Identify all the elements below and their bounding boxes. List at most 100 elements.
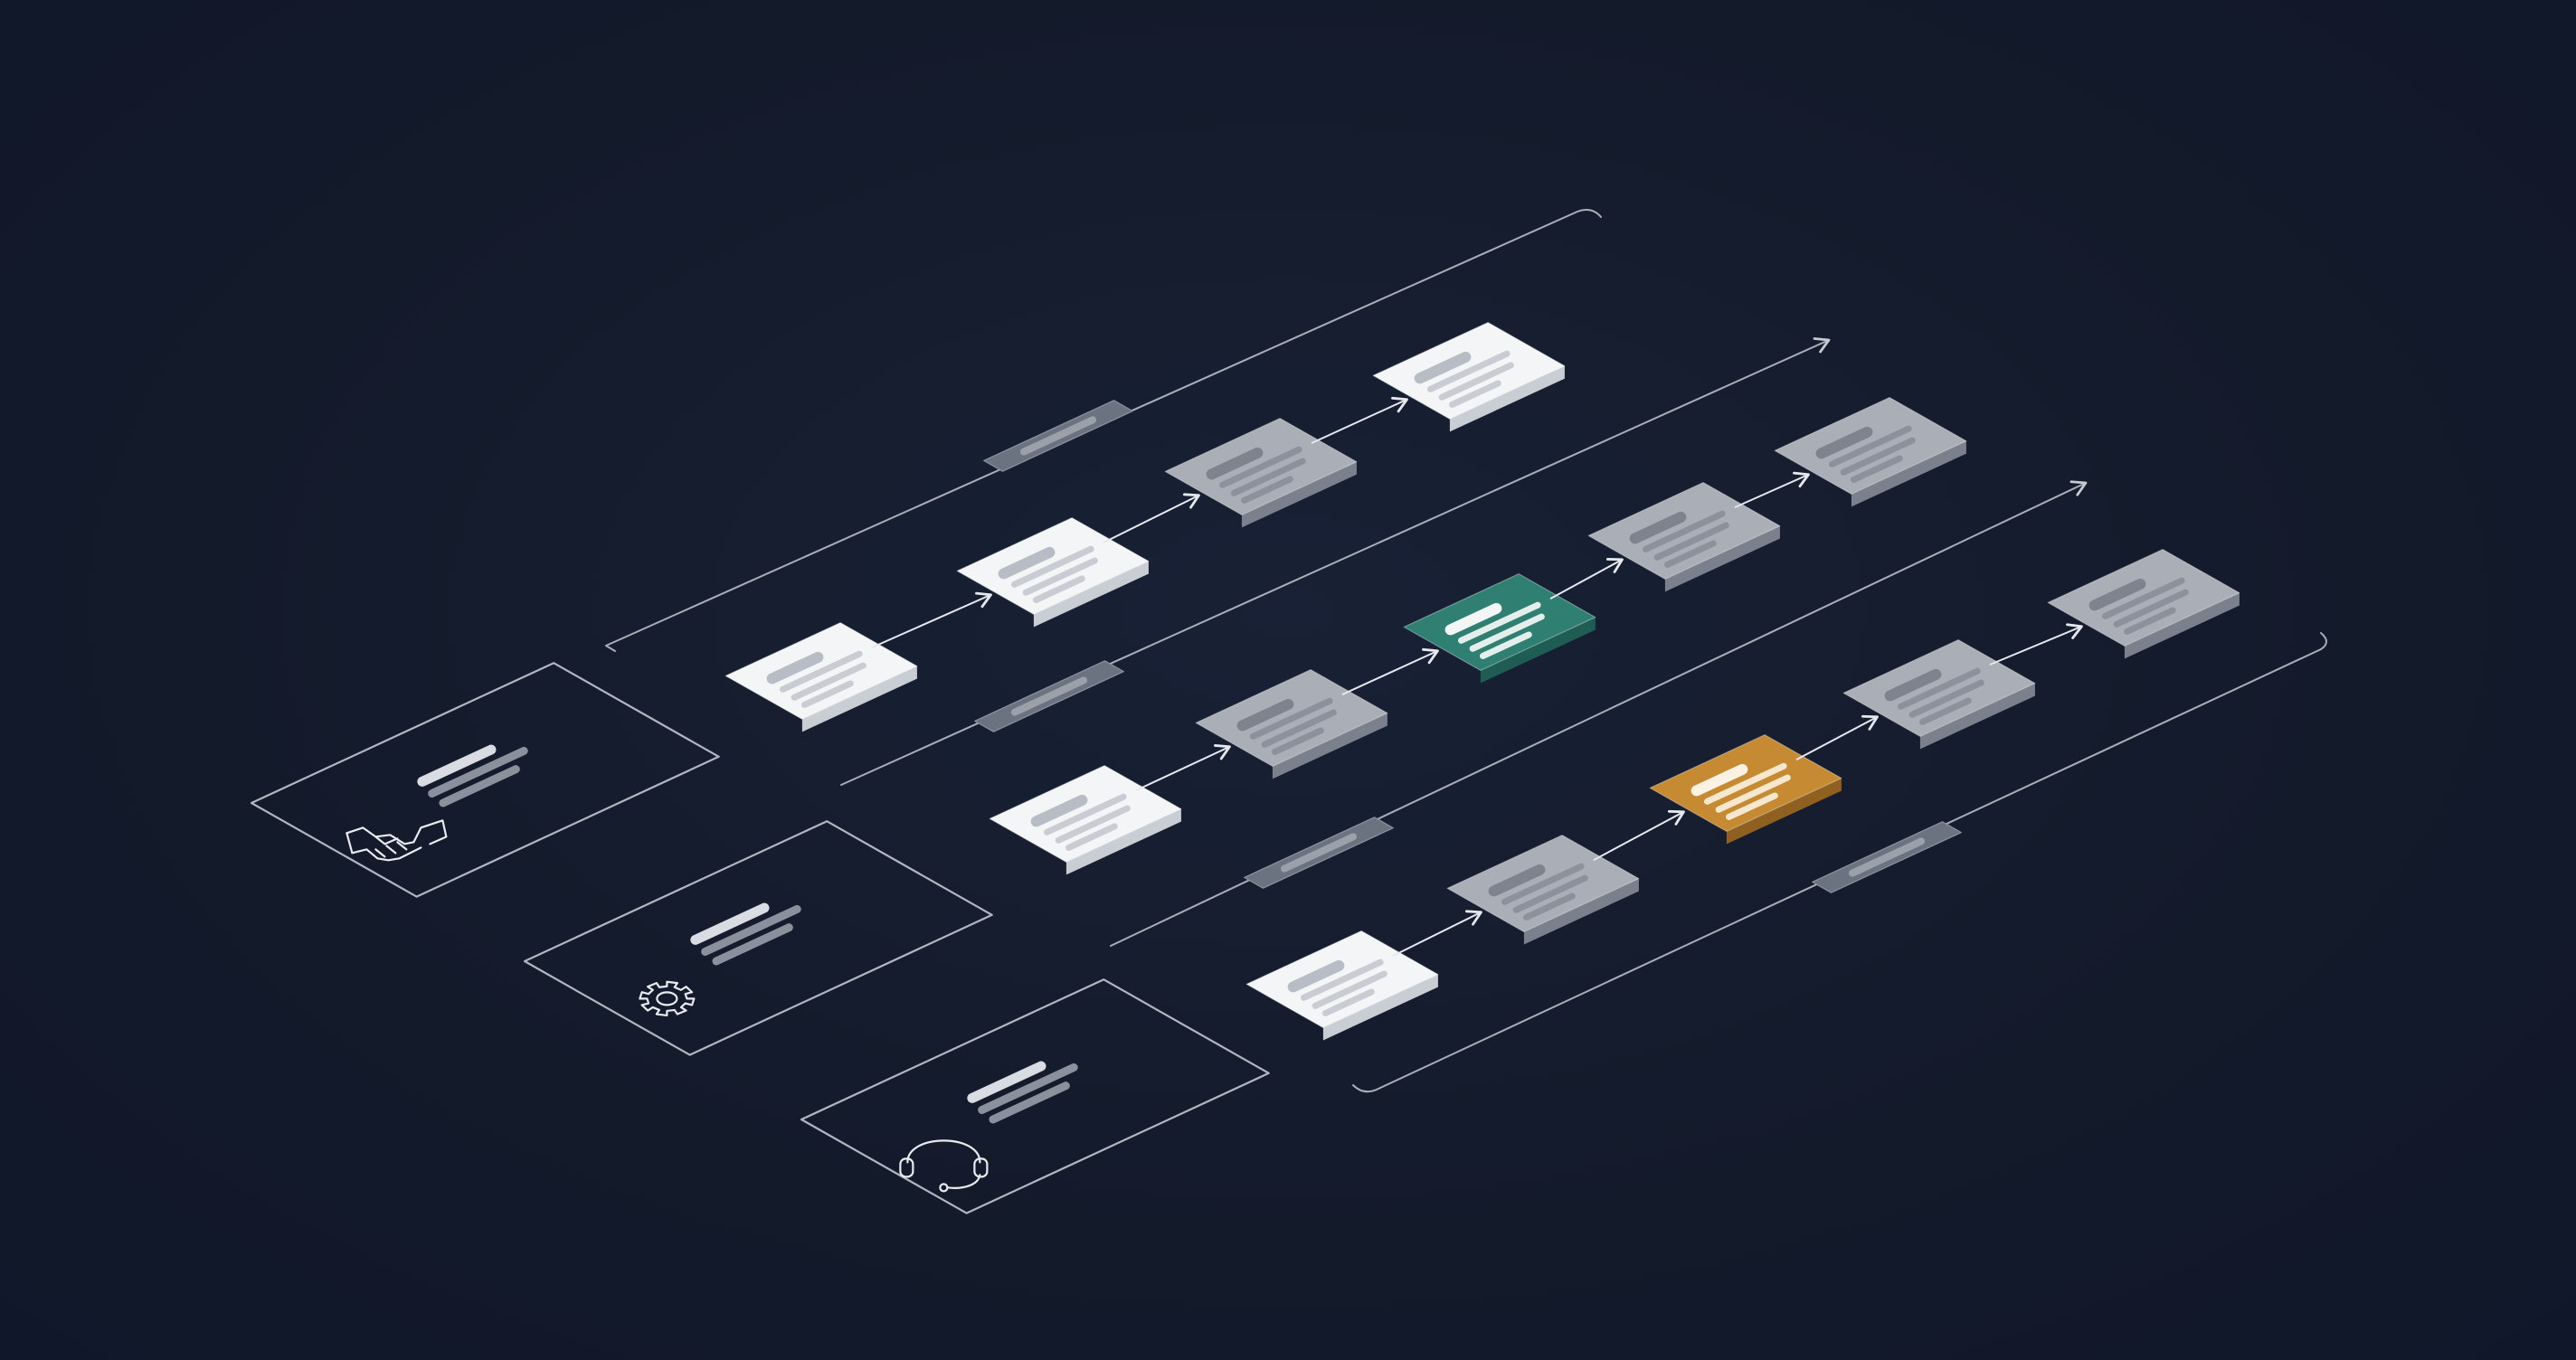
- headset-icon: [899, 1139, 989, 1193]
- card-text-bar: [1898, 667, 1981, 710]
- panel-title-bar: [417, 744, 497, 787]
- card-text-bar: [1458, 601, 1541, 644]
- card-text-bar: [1851, 455, 1903, 483]
- card-text-bar: [1726, 792, 1778, 820]
- step-card-white: [956, 516, 1150, 628]
- card-text-bar: [1653, 522, 1729, 561]
- panel-outline: [250, 662, 720, 898]
- lane-label-panel: [250, 662, 720, 898]
- lane-tag-bar: [1010, 676, 1088, 716]
- panel-title-bar: [967, 1061, 1046, 1103]
- step-card-white: [989, 764, 1182, 875]
- card-heading-bar: [998, 546, 1056, 580]
- step-card-gray: [1774, 397, 1967, 507]
- card-text-bar: [1322, 988, 1375, 1016]
- gear-icon: [639, 980, 696, 1017]
- card-side: [1449, 365, 1565, 432]
- flow-arrow: [1103, 493, 1200, 543]
- card-heading-bar: [1414, 351, 1472, 384]
- card-side: [1664, 525, 1780, 592]
- card-text-bar: [1919, 697, 1972, 725]
- panel-text-bar: [978, 1062, 1078, 1114]
- flow-arrow: [871, 591, 992, 648]
- card-text-bar: [1829, 425, 1912, 468]
- card-text-bar: [1427, 350, 1511, 392]
- card-heading-bar: [1444, 602, 1502, 636]
- card-text-bar: [1512, 874, 1588, 913]
- panel-text-bar: [439, 765, 520, 808]
- card-text-bar: [2113, 589, 2189, 628]
- card-text-bar: [1301, 959, 1384, 1001]
- flow-arrow: [1549, 558, 1624, 600]
- card-heading-bar: [766, 651, 824, 685]
- card-text-bar: [1055, 805, 1131, 844]
- lane-label-panel: [800, 978, 1270, 1214]
- lane-tag-2: [974, 660, 1124, 732]
- card-text-bar: [1250, 697, 1333, 740]
- card-heading-bar: [1884, 668, 1942, 702]
- flow-arrow: [1392, 910, 1482, 957]
- card-text-bar: [1230, 458, 1306, 496]
- panel-outline: [523, 820, 993, 1056]
- card-heading-bar: [1815, 426, 1873, 459]
- step-card-white: [1245, 930, 1439, 1041]
- flow-arrow: [1593, 809, 1685, 861]
- card-text-bar: [1643, 510, 1726, 552]
- card-heading-bar: [1236, 698, 1294, 732]
- card-side: [1241, 461, 1357, 528]
- lane-label-panel: [523, 820, 993, 1056]
- flow-arrow: [1135, 744, 1231, 791]
- card-text-bar: [1272, 727, 1324, 755]
- step-card-gray: [2047, 548, 2240, 659]
- lane-boundary-bottom: [1352, 632, 2327, 1093]
- card-side: [1033, 561, 1149, 628]
- card-text-bar: [1840, 437, 1916, 476]
- step-card-white: [724, 621, 918, 732]
- card-text-bar: [1469, 613, 1545, 652]
- panel-title-bar: [690, 902, 770, 945]
- lane-tag-1: [983, 400, 1133, 472]
- card-heading-bar: [1287, 959, 1345, 993]
- card-heading-bar: [2088, 578, 2146, 611]
- card-side: [1322, 974, 1438, 1041]
- card-text-bar: [1011, 545, 1094, 588]
- panel-text-bar: [701, 904, 801, 956]
- card-side: [1851, 440, 1966, 507]
- step-card-gray: [1446, 834, 1640, 945]
- card-heading-bar: [1206, 447, 1264, 480]
- flow-arrow: [1341, 647, 1439, 695]
- panel-text-bar: [712, 923, 793, 966]
- lane-tag-bar: [1280, 833, 1358, 873]
- step-card-gray: [1842, 638, 2036, 750]
- card-heading-bar: [1629, 511, 1687, 544]
- card-text-bar: [1480, 631, 1532, 659]
- card-text-bar: [1261, 709, 1337, 748]
- card-text-bar: [801, 680, 854, 708]
- card-text-bar: [1715, 774, 1791, 813]
- card-text-bar: [2124, 607, 2176, 635]
- lane-tag-bar: [1848, 837, 1926, 877]
- flow-arrow: [1795, 714, 1879, 760]
- lane-tag-bar: [1019, 416, 1097, 456]
- flow-arrow: [1734, 471, 1810, 508]
- step-card-orange: [1649, 733, 1842, 845]
- card-side: [1065, 808, 1181, 875]
- card-heading-bar: [1030, 794, 1088, 827]
- card-text-bar: [1065, 823, 1118, 851]
- card-text-bar: [791, 662, 867, 701]
- card-text-bar: [1908, 679, 1984, 718]
- flow-arrow: [1989, 623, 2083, 666]
- card-side: [1523, 878, 1639, 945]
- card-text-bar: [1704, 762, 1787, 805]
- card-text-bar: [1312, 970, 1387, 1009]
- card-text-bar: [1664, 540, 1717, 568]
- card-text-bar: [780, 650, 863, 693]
- card-side: [2124, 592, 2240, 659]
- card-text-bar: [1022, 557, 1098, 596]
- card-text-bar: [1449, 380, 1501, 408]
- card-heading-bar: [1488, 864, 1546, 897]
- step-card-white: [1372, 322, 1566, 432]
- lane-boundary-top: [605, 209, 1602, 652]
- step-card-gray: [1164, 418, 1358, 528]
